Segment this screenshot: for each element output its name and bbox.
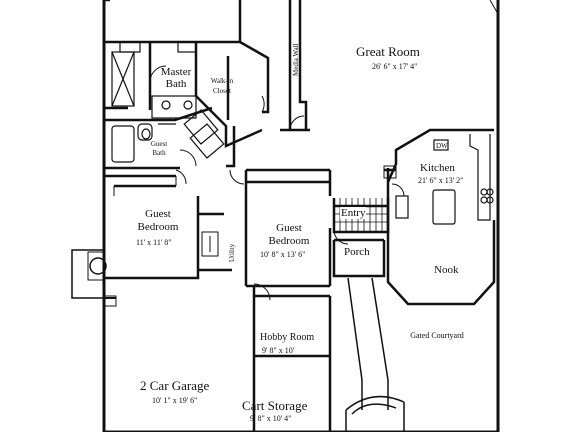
gated-courtyard-label: Gated Courtyard [410,330,464,342]
master-bath-label: Master Bath [154,66,198,90]
misc-details [113,0,499,196]
cart-storage-label: Cart Storage [242,398,308,413]
guest-bedroom-1-name: Guest Bedroom [137,208,179,233]
exterior-walls [102,0,500,432]
cart-storage-dimensions: 9' 8" x 10' 4" [250,414,292,423]
walk-in-closet-label: Walk-in Closet [204,76,240,96]
guest-bedroom-2-name: Guest Bedroom [268,222,310,247]
guest-bedroom-1-dimensions: 11' x 11' 8" [136,238,172,247]
guest-bedroom-2-label: Guest Bedroom [258,222,320,248]
great-room-label: Great Room [356,44,420,59]
guest-bedroom-1-label: Guest Bedroom [130,208,186,234]
nook-label: Nook [434,264,459,276]
entry-label: Entry [340,207,367,219]
guest-bedroom-2-dimensions: 10' 8" x 13' 6" [260,250,306,259]
gated-courtyard-name: Gated Courtyard [410,331,464,340]
utility-fixtures [201,231,219,257]
media-wall-label: Media Wall [292,43,300,76]
master-bath-name: Master Bath [160,66,192,90]
kitchen-dimensions: 21' 6" x 13' 2" [418,176,464,185]
interior-walls [104,168,332,432]
dishwasher-label: DW [436,142,448,150]
bath-fixtures [111,41,225,163]
guest-bath-label: Guest Bath [144,140,174,158]
kitchen-counters [395,134,494,225]
walkway [345,277,405,432]
garage-label: 2 Car Garage [140,378,210,393]
garage-dimensions: 10' 1" x 19' 6" [152,396,198,405]
garage-walls [71,249,117,307]
hobby-room-label: Hobby Room [260,332,315,343]
kitchen-nook-walls [383,128,496,306]
utility-label: Utility [228,243,236,262]
guest-bath-name: Guest Bath [150,140,168,157]
hobby-room-dimensions: 9' 8" x 10' [262,346,295,355]
kitchen-label: Kitchen [420,162,455,174]
walk-in-closet-name: Walk-in Closet [210,77,234,95]
great-room-dimensions: 26' 6" x 17' 4" [372,62,418,71]
porch-label: Porch [344,246,370,258]
